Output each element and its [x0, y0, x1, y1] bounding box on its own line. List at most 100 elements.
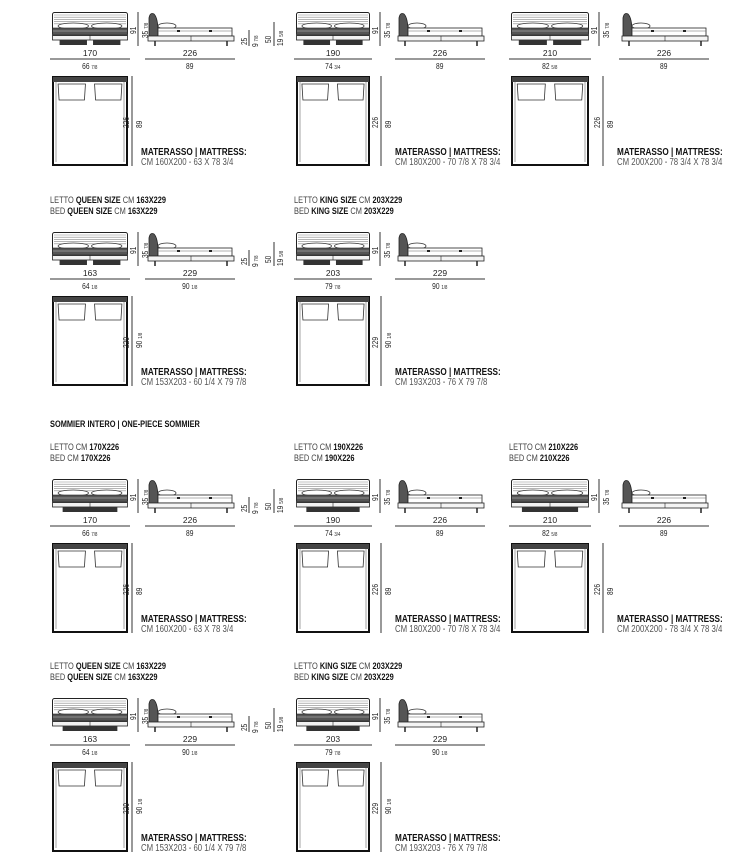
mattress-size: CM 153X203 - 60 1/4 X 79 7/8: [141, 377, 276, 388]
width-inches: 79 7/8: [325, 747, 340, 757]
front-height-inches: 35 7/8: [382, 709, 392, 724]
label-segment: 190X226: [324, 453, 355, 464]
side-height-a-cm: 25: [239, 722, 249, 731]
bed-label-text: BED KING SIZE CM 203X229: [294, 207, 394, 217]
mattress-title: MATERASSO | MATTRESS:: [141, 146, 277, 158]
mattress-title: MATERASSO | MATTRESS:: [617, 613, 745, 625]
bed-label-text: BED CM 190X226: [294, 454, 355, 464]
label-segment: CM: [356, 195, 373, 206]
mattress-title-text: MATERASSO | MATTRESS:: [617, 146, 723, 158]
top-length-value: 229: [121, 802, 131, 814]
bed-label-en: BED CM 210X226: [509, 454, 587, 464]
side-height-a-cm: 25: [239, 256, 249, 265]
front-height-value: 91: [128, 712, 138, 720]
width-value: 190: [325, 48, 341, 58]
length-value: 226: [656, 515, 672, 525]
length-dimension-line: [145, 525, 235, 527]
width-inches: 82 5/8: [542, 528, 557, 538]
label-segment: 210X226: [548, 442, 579, 453]
length-value: 226: [432, 48, 448, 58]
side-height-b-value: 50: [263, 721, 273, 729]
front-height-in: 35 7/8: [382, 19, 392, 38]
front-height-dimension-line: [137, 12, 139, 46]
side-height-a-line: [248, 497, 250, 513]
label-segment: 203X229: [372, 195, 403, 206]
width-inches: 74 3/4: [325, 61, 340, 71]
label-segment: CM: [120, 195, 137, 206]
length-cm: 226: [395, 48, 485, 58]
width-cm: 210: [509, 48, 591, 58]
width-dimension-line: [509, 525, 591, 527]
length-inches: 90 1/8: [182, 747, 197, 757]
bed-label-it: LETTO KING SIZE CM 203X229: [294, 662, 433, 672]
length-cm: 226: [145, 515, 235, 525]
side-height-a-inches: 9 7/8: [250, 35, 260, 47]
width-inches: 74 3/4: [325, 528, 340, 538]
width-value: 210: [542, 48, 558, 58]
mattress-title-text: MATERASSO | MATTRESS:: [141, 613, 247, 625]
mattress-title-text: MATERASSO | MATTRESS:: [141, 832, 247, 844]
mattress-title-text: MATERASSO | MATTRESS:: [617, 613, 723, 625]
front-height-dimension-line: [379, 479, 381, 513]
label-segment: LETTO CM: [509, 442, 549, 453]
top-view-drawing: [511, 76, 589, 166]
length-inches-value: 89: [186, 528, 194, 538]
length-inches-fraction: 1/8: [191, 285, 198, 291]
length-value: 229: [182, 734, 198, 744]
top-length-inches-value: 90: [134, 806, 144, 814]
side-height-b-cm: 50: [263, 34, 273, 43]
front-height-value: 91: [370, 712, 380, 720]
top-view-drawing: [52, 543, 128, 633]
length-in: 90 1/8: [145, 281, 235, 291]
length-inches: 89: [436, 61, 443, 71]
width-value: 163: [82, 268, 98, 278]
top-length-value: 229: [370, 802, 380, 814]
width-in: 82 5/8: [509, 528, 591, 538]
length-in: 89: [619, 528, 709, 538]
width-in: 66 7/8: [50, 61, 130, 71]
mattress-size: CM 180X200 - 70 7/8 X 78 3/4: [395, 624, 530, 635]
front-view-drawing: [296, 12, 370, 45]
front-height-dimension-line: [379, 698, 381, 732]
width-inches-value: 79: [325, 281, 333, 291]
bed-label-it: LETTO QUEEN SIZE CM 163X229: [50, 662, 199, 672]
width-inches-value: 82: [542, 61, 550, 71]
top-length-inches: 90 1/8: [134, 333, 144, 348]
bed-label-text: LETTO KING SIZE CM 203X229: [294, 196, 402, 206]
length-value: 226: [656, 48, 672, 58]
bed-label-en: BED KING SIZE CM 203X229: [294, 673, 422, 683]
side-height-b-line: [273, 242, 275, 266]
width-inches: 64 1/8: [82, 281, 97, 291]
width-cm: 163: [50, 734, 130, 744]
side-height-b-inches-wrap: 19 5/8: [275, 247, 285, 266]
front-height-dimension-line: [598, 12, 600, 46]
label-segment: CM: [356, 661, 373, 672]
front-height-inches-fraction: 7/8: [386, 489, 392, 496]
width-in: 74 3/4: [294, 528, 372, 538]
front-view-drawing: [511, 12, 589, 45]
label-segment: QUEEN SIZE: [75, 195, 121, 206]
mattress-title: MATERASSO | MATTRESS:: [395, 832, 531, 844]
bed-label-text: BED CM 210X226: [509, 454, 570, 464]
mattress-size: CM 200X200 - 78 3/4 X 78 3/4: [617, 157, 745, 168]
side-height-a-in: 9 7/8: [250, 499, 260, 514]
length-inches: 90 1/8: [182, 281, 197, 291]
mattress-size: CM 160X200 - 63 X 78 3/4: [141, 157, 259, 168]
top-length-value: 226: [370, 583, 380, 595]
side-height-a-value: 25: [239, 37, 249, 45]
top-length-dimension-line: [380, 76, 382, 166]
top-length-inches-fraction: 1/8: [387, 332, 393, 339]
label-segment: 203X229: [364, 206, 394, 217]
front-height-value: 91: [589, 493, 599, 501]
top-length-cm: 229: [370, 334, 380, 348]
label-segment: 163X229: [136, 195, 167, 206]
bed-label-text: LETTO CM 190X226: [294, 443, 363, 453]
label-segment: KING SIZE: [311, 206, 349, 217]
length-inches: 89: [660, 61, 667, 71]
top-length-dimension-line: [602, 543, 604, 633]
front-height-inches-fraction: 7/8: [386, 242, 392, 249]
front-height-inches-fraction: 7/8: [386, 22, 392, 29]
side-height-a-line: [248, 716, 250, 732]
width-cm: 190: [294, 48, 372, 58]
front-height-cm: 91: [370, 711, 380, 720]
